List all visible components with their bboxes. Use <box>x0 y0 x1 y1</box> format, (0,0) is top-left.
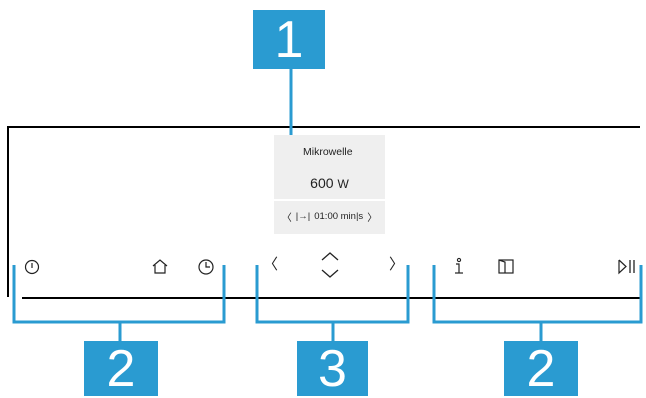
power-unit: W <box>337 177 349 191</box>
info-icon[interactable] <box>452 257 466 275</box>
time-next-chevron[interactable]: 〉 <box>367 213 378 224</box>
home-icon[interactable] <box>151 258 169 275</box>
power-icon[interactable] <box>24 259 40 275</box>
mode-label: Mikrowelle <box>303 146 353 158</box>
panel-outline <box>7 126 640 297</box>
scroll-down-icon[interactable] <box>320 268 340 280</box>
door-icon[interactable] <box>497 258 515 275</box>
callout-3: 3 <box>297 341 368 396</box>
nav-left-chevron[interactable]: 〈 <box>263 256 279 273</box>
play-pause-icon[interactable] <box>617 258 637 275</box>
callout-2-left: 2 <box>84 341 158 396</box>
display-time-area: 〈 |→| 01:00 min|s 〉 <box>274 201 385 234</box>
time-value: 01:00 min|s <box>314 211 364 222</box>
nav-right-chevron[interactable]: 〉 <box>389 256 405 273</box>
scroll-up-icon[interactable] <box>320 250 340 262</box>
bracket-left-group <box>12 265 226 324</box>
callout-1: 1 <box>253 10 325 69</box>
time-row: 〈 |→| 01:00 min|s 〉 <box>274 209 385 224</box>
power-value: 600 <box>310 175 334 191</box>
bracket-right-group <box>432 265 643 324</box>
duration-icon: |→| <box>295 211 311 222</box>
callout-2-right: 2 <box>504 341 578 396</box>
time-prev-chevron[interactable]: 〈 <box>281 213 292 224</box>
clock-icon[interactable] <box>197 258 215 276</box>
